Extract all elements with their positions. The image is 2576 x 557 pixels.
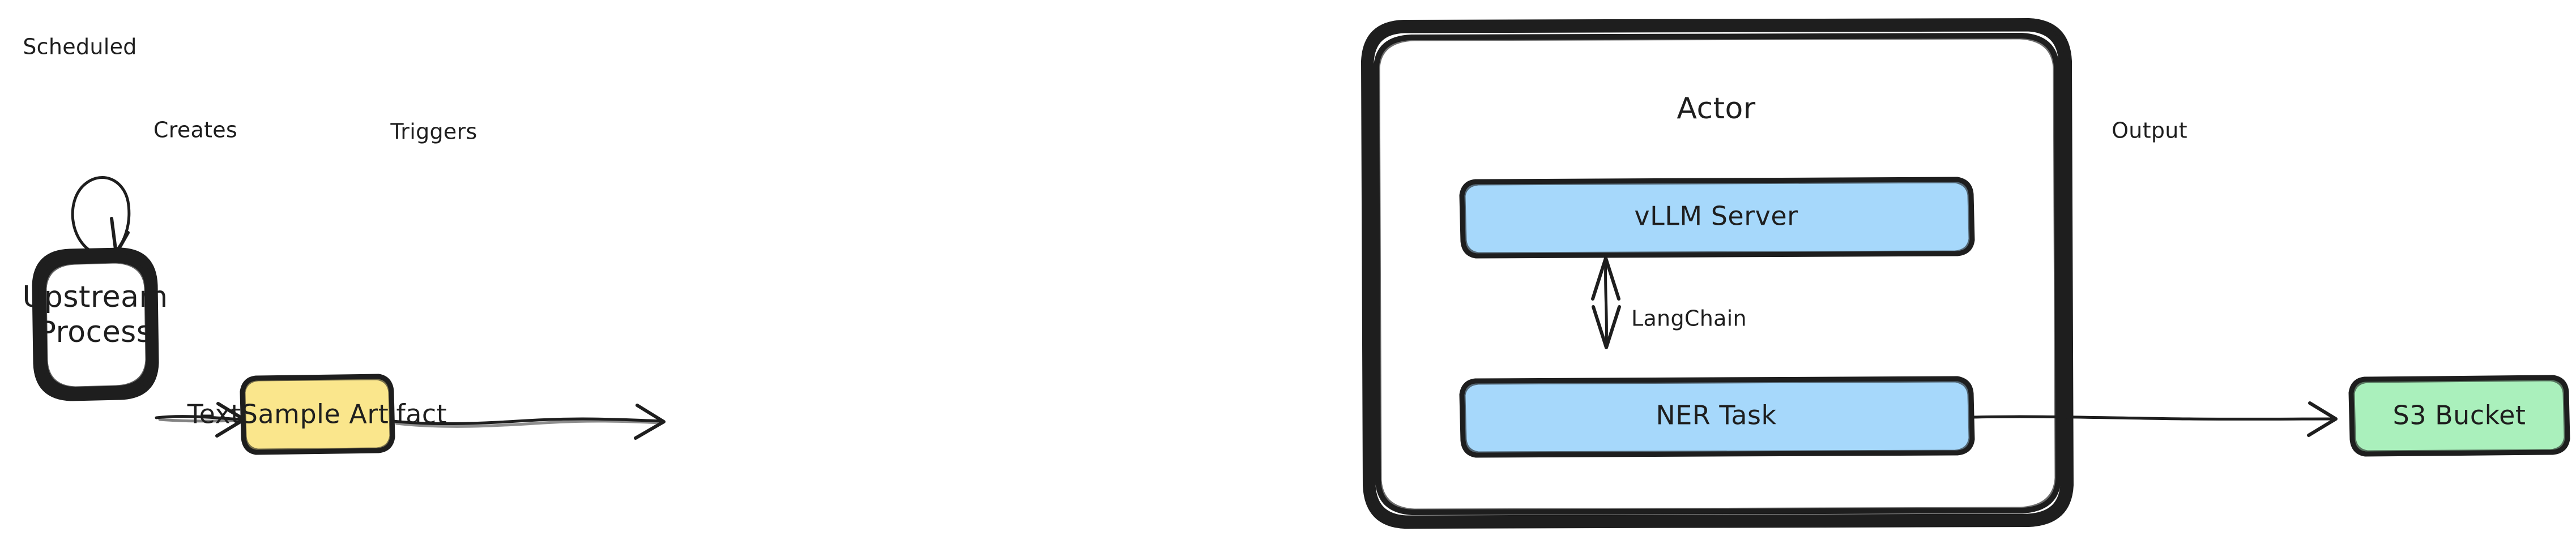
creates-line-2 — [158, 418, 242, 423]
upstream-process-inner-outline-2 — [44, 260, 148, 389]
langchain-line — [1604, 259, 1608, 347]
vllm-server-fill — [1462, 179, 1972, 256]
vllm-server-outline-2 — [1462, 180, 1972, 255]
node-upstream-process[interactable]: Upstream Process — [22, 247, 168, 401]
actor-container-title: Actor — [1677, 92, 1755, 126]
ner-task-outline-2 — [1462, 379, 1972, 455]
actor-inner-outline-2 — [1377, 36, 2058, 512]
upstream-process-outer-outline — [32, 247, 159, 401]
triggers-arrowhead — [634, 404, 666, 440]
scheduled-loop-arc — [71, 176, 131, 253]
edge-triggers[interactable]: Triggers — [390, 119, 666, 440]
vllm-server-label: vLLM Server — [1634, 201, 1798, 232]
node-ner-task[interactable]: NER Task — [1459, 376, 1975, 458]
ner-task-label: NER Task — [1656, 400, 1776, 431]
container-actor[interactable]: Actor — [1361, 18, 2074, 529]
vllm-server-outline — [1459, 177, 1975, 259]
upstream-process-label-line2: Process — [39, 315, 152, 349]
scheduled-loop-label: Scheduled — [23, 35, 137, 59]
edge-scheduled-loop[interactable]: Scheduled — [23, 35, 137, 255]
actor-outer-outline-2 — [1364, 22, 2070, 525]
actor-accent-band — [1364, 22, 2070, 525]
node-s3-bucket[interactable]: S3 Bucket — [2348, 375, 2570, 457]
langchain-arrowhead-up — [1591, 256, 1620, 301]
node-textsample-artifact[interactable]: TextSample Artifact — [187, 374, 447, 455]
scheduled-loop-arrowhead — [110, 217, 130, 255]
edge-langchain[interactable]: LangChain — [1591, 256, 1747, 349]
langchain-arrowhead-down — [1592, 305, 1621, 349]
s3-bucket-label: S3 Bucket — [2393, 400, 2526, 431]
actor-inner-outline — [1374, 33, 2061, 515]
textsample-artifact-outline — [240, 374, 395, 455]
edge-output[interactable]: Output — [1971, 118, 2338, 437]
ner-task-outline — [1459, 376, 1975, 458]
s3-bucket-outline — [2348, 375, 2570, 457]
upstream-process-accent-band — [34, 250, 157, 399]
triggers-line — [391, 417, 663, 426]
actor-outer-outline — [1361, 18, 2074, 529]
langchain-label: LangChain — [1631, 306, 1747, 331]
s3-bucket-fill — [2351, 378, 2568, 454]
textsample-artifact-fill — [242, 376, 393, 452]
edge-creates[interactable]: Creates — [153, 118, 246, 438]
ner-task-fill — [1462, 379, 1972, 455]
s3-bucket-outline-2 — [2352, 378, 2567, 453]
creates-label: Creates — [153, 118, 237, 143]
upstream-process-label-line1: Upstream — [22, 280, 168, 314]
upstream-process-inner-outline — [41, 258, 151, 392]
output-label: Output — [2112, 118, 2187, 143]
triggers-line-2 — [395, 419, 662, 428]
upstream-process-outer-outline-2 — [35, 250, 156, 399]
creates-arrowhead — [215, 402, 246, 438]
output-line — [1971, 415, 2335, 421]
triggers-label: Triggers — [390, 119, 477, 144]
textsample-artifact-outline-2 — [242, 377, 393, 452]
creates-line — [155, 415, 242, 421]
node-vllm-server[interactable]: vLLM Server — [1459, 177, 1975, 259]
output-arrowhead — [2307, 401, 2338, 437]
